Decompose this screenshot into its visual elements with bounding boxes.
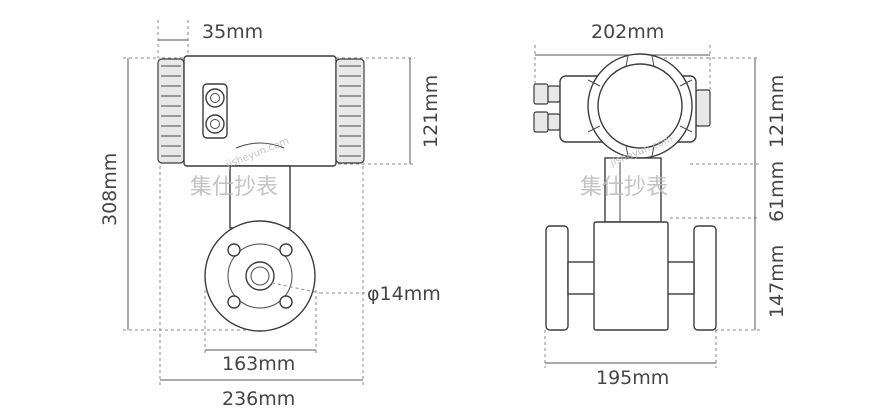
front-head-left-cap (157, 58, 185, 164)
front-bolt-holes (227, 243, 293, 309)
dim-side-flange-length: 195mm (596, 367, 669, 389)
front-neck (229, 165, 291, 229)
dim-side-neck-height: 61mm (766, 161, 788, 222)
dim-front-terminal-width: 35mm (202, 21, 263, 43)
side-flange-left (545, 225, 569, 331)
dim-front-head-height: 121mm (420, 75, 442, 148)
dim-side-body-height: 147mm (766, 245, 788, 318)
front-head-right-cap (335, 58, 365, 164)
side-view: 202mm 121mm 61mm 147mm 195mm (533, 21, 788, 389)
front-view: 35mm 121mm 308mm 163mm 236mm φ14mm (99, 20, 442, 410)
front-bore (245, 261, 275, 291)
dim-side-head-width: 202mm (591, 21, 664, 43)
dim-front-total-height: 308mm (99, 153, 121, 226)
dim-side-head-height: 121mm (766, 75, 788, 148)
front-cable-gland-upper (205, 88, 225, 108)
dim-front-bore: φ14mm (367, 283, 441, 305)
side-neck (604, 157, 662, 223)
watermark-brand-front: 集仕抄表 (190, 175, 278, 200)
dim-front-flange-diameter: 163mm (222, 353, 295, 375)
side-flange-right (693, 225, 717, 331)
side-tube-body (593, 221, 669, 331)
dim-front-total-width: 236mm (222, 388, 295, 410)
side-pipe-left (567, 261, 597, 295)
watermark-brand-side: 集仕抄表 (580, 175, 668, 200)
front-cable-gland-lower (205, 114, 225, 134)
side-pipe-right (665, 261, 695, 295)
